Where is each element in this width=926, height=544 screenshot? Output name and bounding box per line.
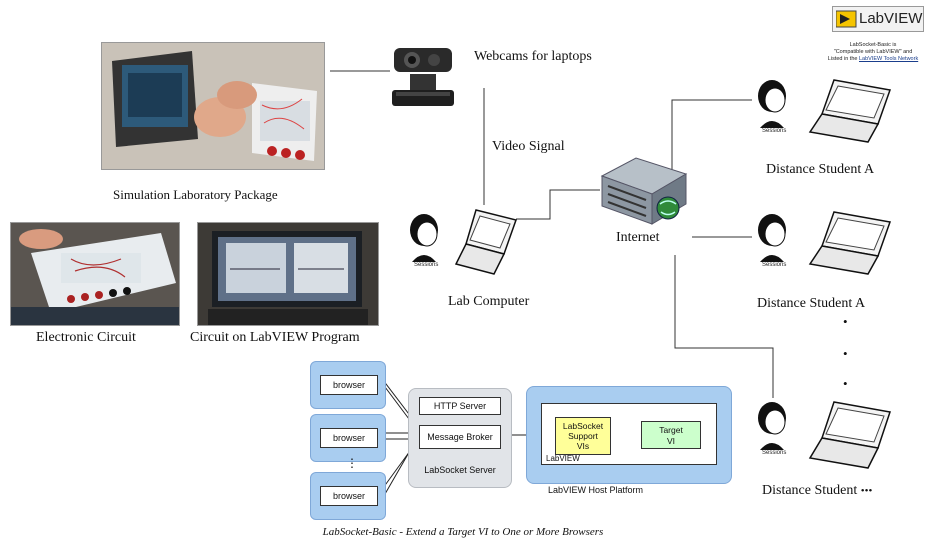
message-broker-box: Message Broker [419,425,501,449]
host-platform-label: LabVIEW Host Platform [548,485,644,495]
ellipsis-dot: • [843,314,848,329]
labsocket-server-box: HTTP Server Message Broker LabSocket Ser… [408,388,512,488]
sessions-label: Sessions [762,262,787,268]
ellipsis-dot: • [843,376,848,391]
user-icon [752,76,792,133]
lab-computer-label: Lab Computer [448,294,530,309]
student-more-dots: ••• [860,485,873,497]
http-server-box: HTTP Server [419,397,501,415]
browser-box: browser [310,414,386,462]
circuit-labview-label: Circuit on LabVIEW Program [190,330,360,345]
sessions-label: Sessions [414,262,439,268]
labview-logo-text: LabVIEW [859,10,923,27]
labsocket-server-label: LabSocket Server [424,465,496,475]
browser-box: browser [310,361,386,409]
user-icon [752,398,792,455]
browser-label: browser [320,375,378,395]
labview-logo-icon [836,10,857,28]
browser-label: browser [320,486,378,506]
ellipsis-dot: • [843,346,848,361]
target-vi-box: Target VI [641,421,701,449]
circuit-labview-photo [197,222,379,326]
sessions-label: Sessions [762,450,787,456]
labview-logo: LabVIEW [832,6,924,32]
labview-note: LabSocket-Basic is "Compatible with LabV… [827,42,919,62]
simulation-package-label: Simulation Laboratory Package [113,187,278,202]
simulation-lab-photo [101,42,325,170]
student-more-text: Distance Student [762,483,858,498]
browser-box: browser [310,472,386,520]
browser-label: browser [320,428,378,448]
user-icon [404,210,444,267]
laptop-icon [808,76,892,149]
support-vis-box: LabSocket Support VIs [555,417,611,455]
internet-label: Internet [616,230,660,245]
user-icon [752,210,792,267]
electronic-circuit-photo [10,222,180,326]
browser-gap-dots: ⋮ [346,456,358,470]
server-internet-icon [598,150,690,231]
electronic-circuit-label: Electronic Circuit [36,330,136,345]
video-signal-label: Video Signal [492,139,565,154]
webcam-icon [388,44,458,115]
laptop-icon [808,398,892,475]
laptop-icon [808,208,892,281]
student-more-label: Distance Student ••• [762,483,872,499]
labview-tools-network-link[interactable]: LabVIEW Tools Network [859,56,919,62]
labview-label: LabVIEW [546,454,580,463]
figure-caption: LabSocket-Basic - Extend a Target VI to … [322,526,604,538]
student-a1-label: Distance Student A [766,162,875,177]
laptop-icon [454,206,518,281]
student-a2-label: Distance Student A [757,296,866,311]
webcams-label: Webcams for laptops [474,49,592,64]
sessions-label: Sessions [762,128,787,134]
labview-host-platform-box: LabVIEW LabSocket Support VIs Target VI [526,386,732,484]
